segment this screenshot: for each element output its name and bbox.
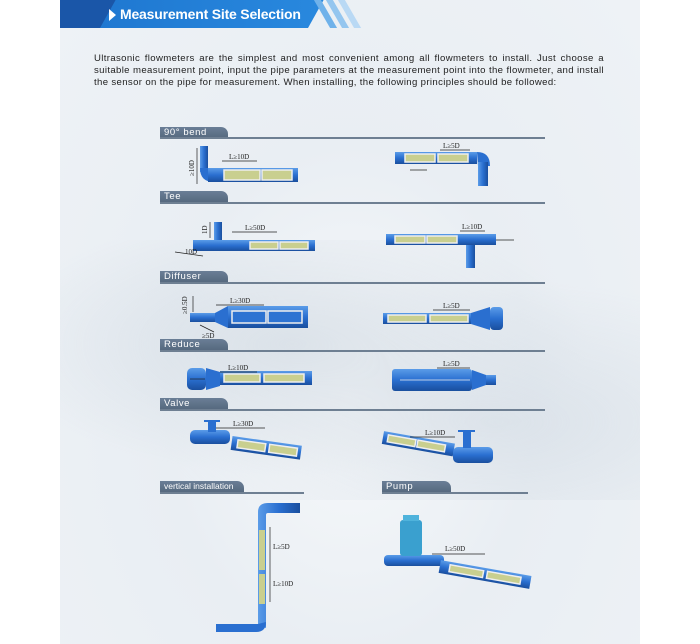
section-tab-tee: Tee xyxy=(160,191,228,202)
dim-label: ≥0.5D xyxy=(181,296,189,314)
section-tab-diffuser: Diffuser xyxy=(160,271,228,282)
diagram-diffuser-downstream xyxy=(383,307,503,330)
dim-label: L≥5D xyxy=(443,302,460,310)
diagram-tee-downstream xyxy=(386,230,514,268)
dim-label: L≥10D xyxy=(273,580,293,588)
diagram-vertical-installation xyxy=(216,503,300,632)
dim-label: L≥50D xyxy=(245,224,265,232)
diagram-diffuser-upstream xyxy=(190,296,308,333)
diagram-tee-upstream xyxy=(174,222,315,257)
dim-label: L≥10D xyxy=(425,429,445,437)
diagram-reduce-downstream xyxy=(392,367,496,391)
diagram-90-bend-upstream xyxy=(196,146,298,184)
divider xyxy=(160,202,545,204)
section-tab-vertical-installation: vertical installation xyxy=(160,481,244,492)
diagram-pump xyxy=(384,515,532,589)
dim-label: L≥10D xyxy=(229,153,249,161)
divider xyxy=(160,282,545,284)
dim-label: L≥5D xyxy=(443,142,460,150)
dim-label: L≥5D xyxy=(443,360,460,368)
dim-label: L≥10D xyxy=(462,223,482,231)
intro-paragraph: Ultrasonic flowmeters are the simplest a… xyxy=(94,53,604,88)
divider xyxy=(382,492,528,494)
dim-label: L≥30D xyxy=(233,420,253,428)
diagram-90-bend-downstream xyxy=(395,149,490,186)
divider xyxy=(160,492,304,494)
diagram-valve-upstream xyxy=(190,420,302,460)
divider xyxy=(160,350,545,352)
dim-label: L≥50D xyxy=(445,545,465,553)
diagram-reduce-upstream xyxy=(187,368,312,390)
dim-label: ≥5D xyxy=(202,332,214,340)
dim-label: L≥30D xyxy=(230,297,250,305)
dim-label: L≥5D xyxy=(273,543,290,551)
section-tab-90-bend: 90° bend xyxy=(160,127,228,138)
dim-label: 1D xyxy=(201,225,209,234)
diagram-valve-downstream xyxy=(381,430,493,463)
triangle-bullet-icon xyxy=(109,9,116,21)
section-tab-pump: Pump xyxy=(382,481,451,492)
page-title: Measurement Site Selection xyxy=(120,6,301,22)
section-tab-valve: Valve xyxy=(160,398,228,409)
dim-label: 10D xyxy=(185,248,197,256)
divider xyxy=(160,409,545,411)
divider xyxy=(160,137,545,139)
section-tab-reduce: Reduce xyxy=(160,339,228,350)
dim-label: ≥10D xyxy=(188,160,196,176)
dim-label: L≥10D xyxy=(228,364,248,372)
